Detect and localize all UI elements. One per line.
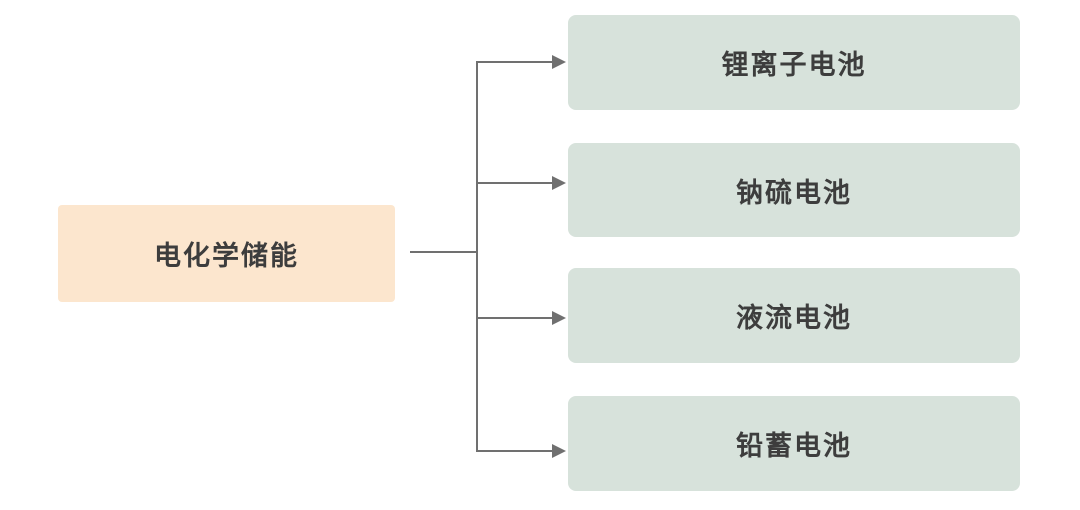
node-child-label: 钠硫电池 (736, 177, 852, 208)
connector-branch-2 (477, 182, 552, 184)
node-root: 电化学储能 (58, 205, 395, 302)
connector-branch-4 (477, 450, 552, 452)
node-child-lithium-ion: 锂离子电池 (568, 15, 1020, 110)
node-child-label: 液流电池 (736, 303, 852, 333)
node-child-sodium-sulfur: 钠硫电池 (568, 143, 1020, 237)
node-child-lead-acid: 铅蓄电池 (568, 396, 1020, 491)
connector-branch-3 (477, 317, 552, 319)
arrowhead-icon (552, 176, 566, 190)
arrowhead-icon (552, 444, 566, 458)
arrowhead-icon (552, 55, 566, 69)
node-child-label: 铅蓄电池 (736, 431, 852, 461)
connector-branch-1 (477, 61, 552, 63)
node-root-label: 电化学储能 (154, 241, 299, 271)
node-child-flow-battery: 液流电池 (568, 268, 1020, 363)
connector-spine (476, 61, 478, 452)
connector-root-stub (410, 251, 477, 253)
node-child-label: 锂离子电池 (721, 50, 867, 80)
arrowhead-icon (552, 311, 566, 325)
